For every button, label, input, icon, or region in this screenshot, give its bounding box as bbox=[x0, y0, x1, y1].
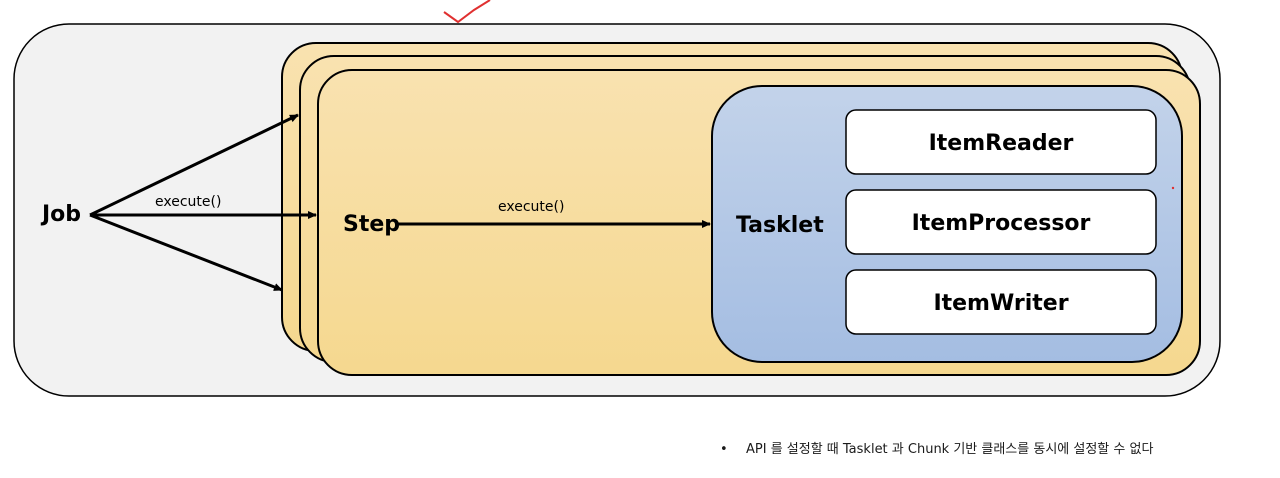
job-label: Job bbox=[40, 202, 81, 227]
item-processor-box bbox=[845, 189, 1157, 255]
item-reader-label: ItemReader bbox=[929, 131, 1074, 156]
step-execute-label: execute() bbox=[498, 199, 564, 215]
item-writer-label: ItemWriter bbox=[933, 291, 1068, 316]
check-mark-icon bbox=[443, 0, 491, 24]
step-label: Step bbox=[343, 212, 400, 237]
marker-dot bbox=[1171, 186, 1175, 190]
job-arrow-lower bbox=[89, 213, 283, 292]
note-text: API 를 설정할 때 Tasklet 과 Chunk 기반 클래스를 동시에 … bbox=[746, 442, 1154, 457]
job-arrow-upper bbox=[89, 113, 299, 217]
tasklet-label: Tasklet bbox=[736, 213, 824, 238]
item-processor-label: ItemProcessor bbox=[912, 211, 1091, 236]
item-writer-box bbox=[845, 269, 1157, 335]
note-bullet: • bbox=[720, 442, 728, 457]
job-execute-label: execute() bbox=[155, 194, 221, 210]
item-reader-box bbox=[845, 109, 1157, 175]
note-line: • API 를 설정할 때 Tasklet 과 Chunk 기반 클래스를 동시에… bbox=[720, 438, 1153, 457]
